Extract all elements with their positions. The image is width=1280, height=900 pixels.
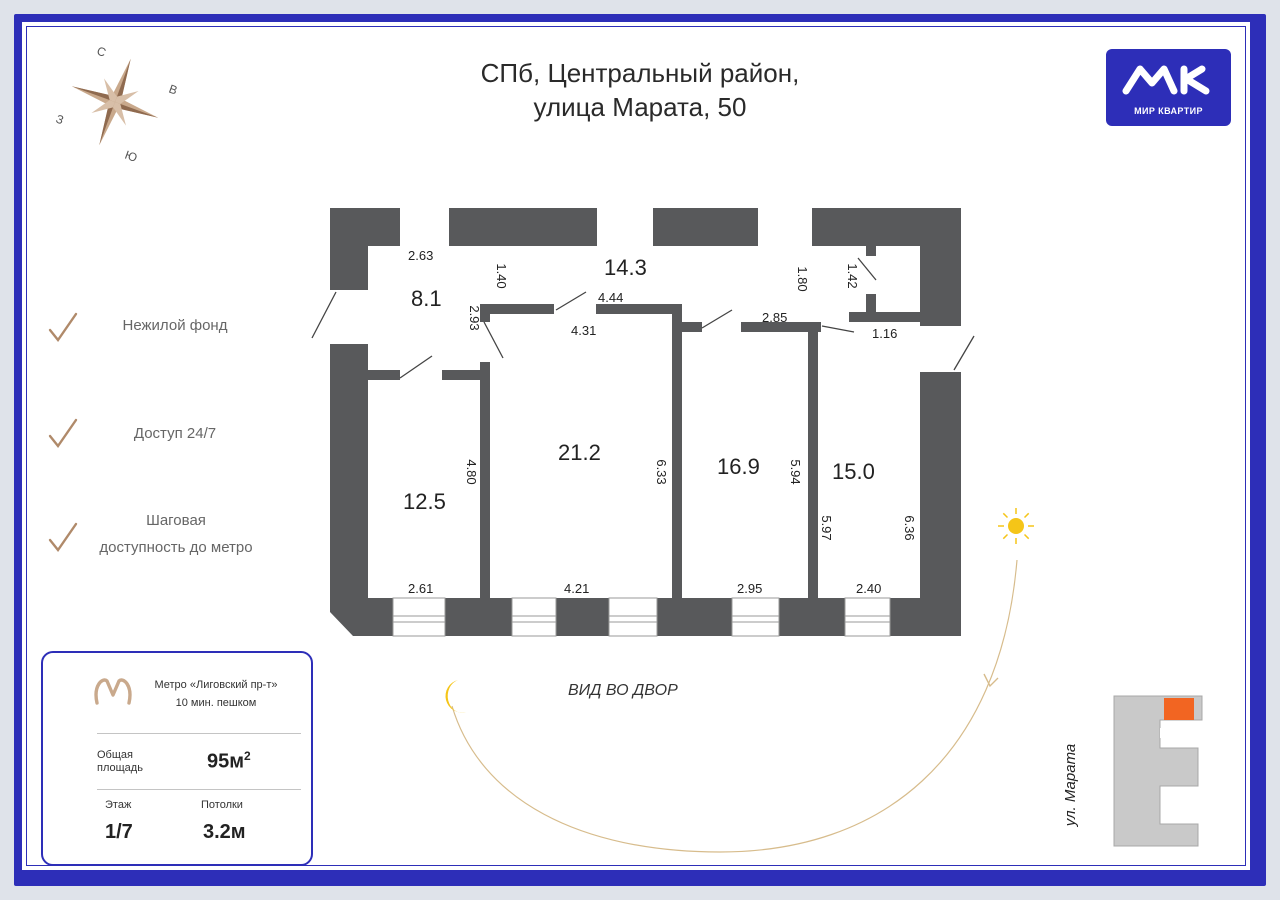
dim-2-95: 2.95: [737, 581, 762, 596]
dim-1-40: 1.40: [494, 263, 509, 288]
dim-1-42: 1.42: [845, 263, 860, 288]
ceiling-label: Потолки: [201, 799, 243, 811]
area-value: 95м2: [207, 749, 251, 773]
dim-2-93: 2.93: [467, 305, 482, 330]
compass-south: Ю: [123, 148, 139, 165]
dim-2-40: 2.40: [856, 581, 881, 596]
dim-2-63: 2.63: [408, 248, 433, 263]
courtyard-view-label: ВИД ВО ДВОР: [568, 682, 678, 699]
dim-5-94: 5.94: [788, 459, 803, 484]
walls: [330, 208, 961, 636]
dim-4-31: 4.31: [571, 323, 596, 338]
area-label: Общая площадь: [97, 749, 143, 774]
metro-logo-icon: [94, 678, 132, 705]
feature-metro-walking: Шаговая доступность до метро: [99, 512, 253, 556]
room-area-15-0: 15.0: [832, 459, 875, 484]
dim-6-33: 6.33: [654, 459, 669, 484]
metro-walk-time: 10 мин. пешком: [175, 697, 257, 709]
location-highlight: [1164, 698, 1194, 720]
street-label: ул. Марата: [1062, 744, 1079, 828]
dim-1-16: 1.16: [872, 326, 897, 341]
brand-logo: МИР КВАРТИР: [1106, 49, 1231, 126]
address-line-1: СПб, Центральный район,: [480, 58, 800, 88]
brand-logo-mark-icon: [1122, 65, 1210, 95]
ceiling-value: 3.2м: [203, 821, 246, 843]
room-area-16-9: 16.9: [717, 454, 760, 479]
info-card: Метро «Лиговский пр-т» 10 мин. пешком Об…: [41, 651, 313, 866]
metro-station-name: Метро «Лиговский пр-т»: [154, 679, 278, 691]
dim-1-80: 1.80: [795, 266, 810, 291]
check-icon: [48, 522, 78, 553]
dim-4-21: 4.21: [564, 581, 589, 596]
floor-label: Этаж: [105, 799, 132, 811]
compass-west: З: [54, 112, 66, 128]
dim-6-36: 6.36: [902, 515, 917, 540]
room-area-8-1: 8.1: [411, 286, 442, 311]
compass-rose-icon: С В Ю З: [54, 44, 179, 165]
check-icon: [48, 418, 78, 449]
dim-5-97: 5.97: [819, 515, 834, 540]
address-line-2: улица Марата, 50: [533, 92, 747, 122]
doors: [311, 257, 975, 379]
feature-access-24-7: Доступ 24/7: [133, 425, 217, 442]
room-area-14-3: 14.3: [604, 255, 647, 280]
dim-4-44: 4.44: [598, 290, 623, 305]
building-location-schema: [1113, 695, 1203, 847]
address-title: СПб, Центральный район, улица Марата, 50: [440, 56, 840, 124]
room-area-12-5: 12.5: [403, 489, 446, 514]
dim-4-80: 4.80: [464, 459, 479, 484]
check-icon: [48, 312, 78, 343]
moon-icon: [445, 680, 466, 713]
arrow-icon: [983, 673, 999, 688]
dim-2-85: 2.85: [762, 310, 787, 325]
sun-path-arc: [451, 559, 1018, 853]
windows: [392, 597, 891, 637]
floor-value: 1/7: [105, 821, 133, 843]
metro-info: Метро «Лиговский пр-т» 10 мин. пешком: [131, 676, 301, 712]
dim-2-61: 2.61: [408, 581, 433, 596]
room-area-21-2: 21.2: [558, 440, 601, 465]
brand-logo-name: МИР КВАРТИР: [1134, 106, 1203, 116]
feature-non-residential: Нежилой фонд: [122, 317, 228, 334]
sun-icon: [998, 508, 1034, 544]
